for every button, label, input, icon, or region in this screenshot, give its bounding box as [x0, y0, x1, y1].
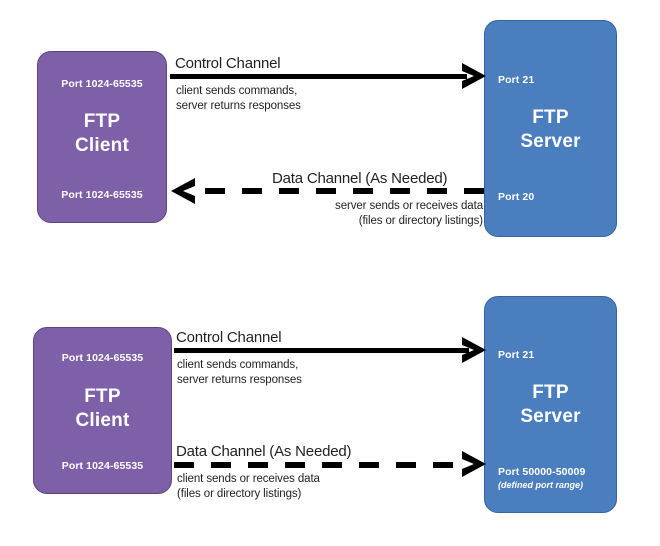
ftp-server-node: Port 21 FTP Server Port 20 [484, 20, 617, 237]
server-node-title: FTP Server [520, 382, 581, 427]
control-channel-line [174, 348, 469, 353]
control-channel-title: Control Channel [175, 55, 281, 72]
ftp-client-node: Port 1024-65535 FTP Client Port 1024-655… [33, 327, 172, 494]
data-channel-title: Data Channel (As Needed) [272, 170, 448, 187]
server-bottom-port-label: Port 20 [498, 191, 535, 203]
data-channel-description: server sends or receives data (files or … [335, 200, 483, 227]
data-channel-line [205, 188, 485, 194]
server-bottom-port-note: (defined port range) [498, 480, 583, 490]
ftp-client-node: Port 1024-65535 FTP Client Port 1024-655… [37, 51, 167, 223]
client-node-title: FTP Client [75, 386, 130, 431]
server-node-title: FTP Server [520, 107, 581, 152]
client-top-port-label: Port 1024-65535 [61, 78, 143, 90]
control-channel-description: client sends commands, server returns re… [177, 359, 302, 386]
arrow-left-icon [170, 177, 196, 205]
client-node-title: FTP Client [75, 111, 129, 156]
server-bottom-port-label: Port 50000-50009 [498, 466, 586, 478]
control-channel-description: client sends commands, server returns re… [176, 85, 301, 112]
server-top-port-label: Port 21 [498, 349, 535, 361]
control-channel-line [170, 74, 467, 79]
arrow-right-icon [461, 336, 487, 364]
client-top-port-label: Port 1024-65535 [61, 352, 144, 364]
ftp-active-mode-diagram: Port 1024-65535 FTP Client Port 1024-655… [0, 273, 660, 546]
server-top-port-label: Port 21 [498, 74, 535, 86]
ftp-passive-mode-diagram: Port 1024-65535 FTP Client Port 1024-655… [37, 20, 617, 237]
data-channel-description: client sends or receives data (files or … [177, 473, 320, 500]
client-bottom-port-label: Port 1024-65535 [61, 460, 144, 472]
data-channel-line [174, 462, 469, 468]
ftp-server-node: Port 21 FTP Server Port 50000-50009 (def… [484, 296, 617, 513]
client-bottom-port-label: Port 1024-65535 [61, 189, 143, 201]
arrow-right-icon [461, 450, 487, 478]
control-channel-title: Control Channel [176, 329, 282, 346]
data-channel-title: Data Channel (As Needed) [176, 443, 352, 460]
arrow-right-icon [461, 62, 487, 90]
